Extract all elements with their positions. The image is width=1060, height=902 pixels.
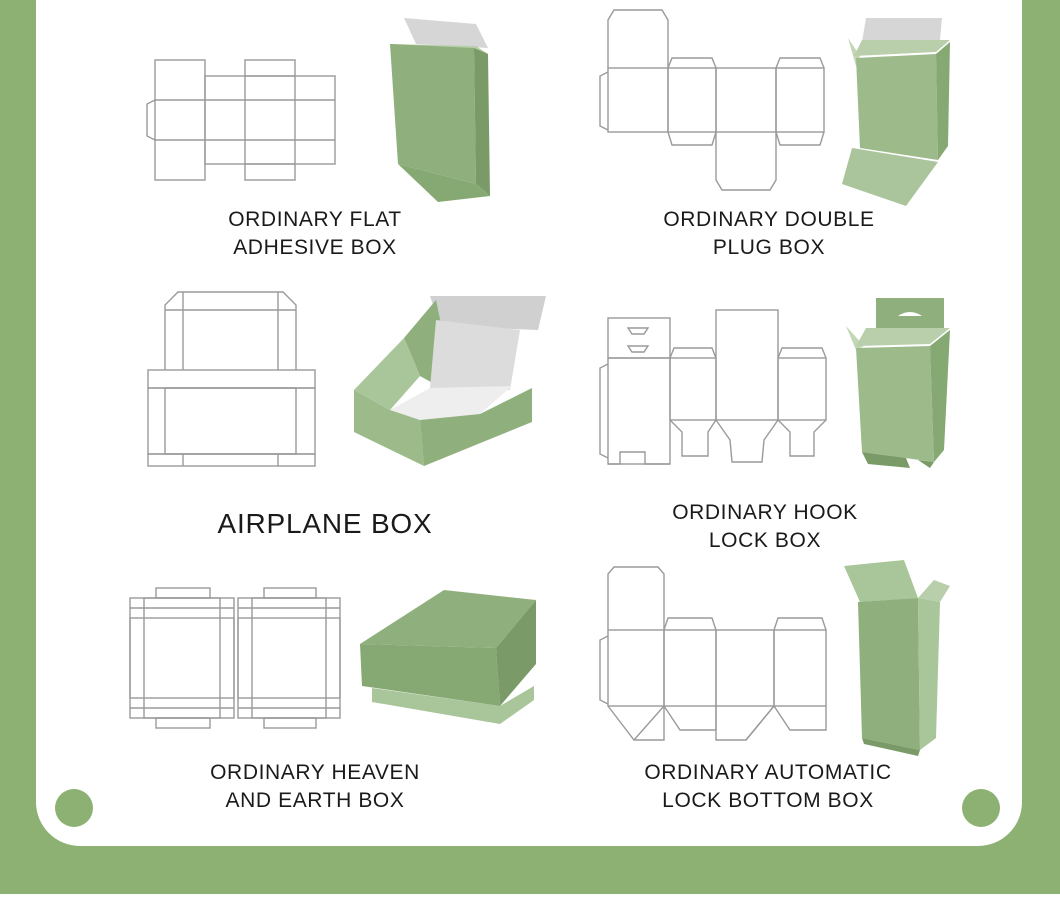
hook-lock-3d bbox=[846, 298, 950, 468]
flat-adhesive-3d bbox=[390, 18, 490, 202]
decorative-dot-left bbox=[55, 789, 93, 827]
label-line: ORDINARY HEAVEN bbox=[210, 761, 420, 784]
auto-lock-bottom-dieline bbox=[599, 566, 827, 741]
heaven-earth-dieline bbox=[129, 587, 341, 729]
hook-lock-dieline bbox=[599, 309, 827, 465]
decorative-dot-right bbox=[962, 789, 1000, 827]
label-auto-lock-bottom-box: ORDINARY AUTOMATIC LOCK BOTTOM BOX bbox=[628, 759, 908, 815]
heaven-earth-3d bbox=[360, 590, 536, 724]
label-line: ORDINARY DOUBLE bbox=[663, 208, 875, 231]
airplane-3d bbox=[354, 296, 546, 466]
label-line: ORDINARY AUTOMATIC bbox=[644, 761, 892, 784]
label-line: PLUG BOX bbox=[712, 236, 826, 259]
label-line: AIRPLANE BOX bbox=[217, 508, 433, 539]
double-plug-dieline bbox=[599, 9, 825, 191]
label-line: LOCK BOX bbox=[708, 529, 822, 552]
label-airplane-box: AIRPLANE BOX bbox=[185, 510, 465, 538]
label-line: ADHESIVE BOX bbox=[233, 236, 397, 259]
label-line: ORDINARY HOOK bbox=[672, 501, 858, 524]
double-plug-3d bbox=[842, 18, 950, 206]
label-heaven-earth-box: ORDINARY HEAVEN AND EARTH BOX bbox=[185, 759, 445, 815]
label-double-plug-box: ORDINARY DOUBLE PLUG BOX bbox=[649, 206, 889, 262]
flat-adhesive-dieline bbox=[146, 59, 336, 181]
label-flat-adhesive-box: ORDINARY FLAT ADHESIVE BOX bbox=[195, 206, 435, 262]
label-line: LOCK BOTTOM BOX bbox=[662, 789, 874, 812]
label-line: ORDINARY FLAT bbox=[228, 208, 402, 231]
auto-lock-bottom-3d bbox=[844, 560, 950, 756]
airplane-dieline bbox=[147, 291, 316, 467]
label-line: AND EARTH BOX bbox=[225, 789, 405, 812]
label-hook-lock-box: ORDINARY HOOK LOCK BOX bbox=[645, 499, 885, 555]
